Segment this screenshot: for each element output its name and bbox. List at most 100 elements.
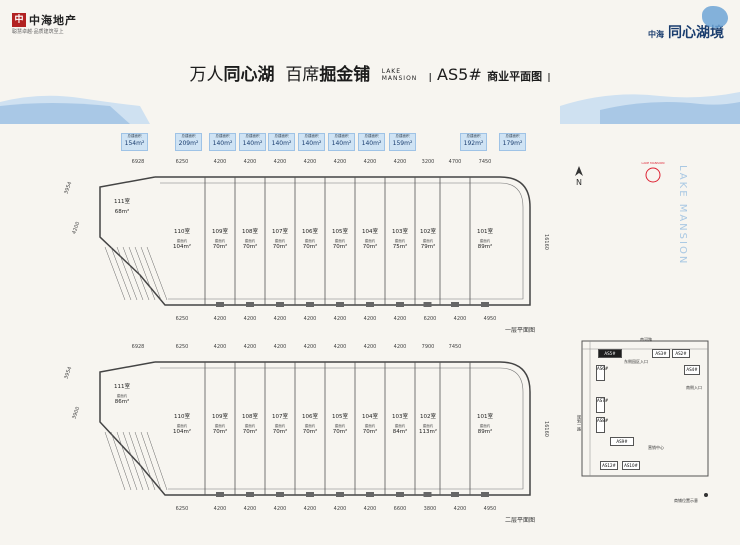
sticker-value: 159m² [392, 140, 413, 147]
dimension-label: 4200 [213, 316, 227, 322]
unit-number: 110室 [174, 414, 190, 420]
unit-area: 70m² [242, 429, 258, 435]
unit-area: 113m² [418, 429, 438, 435]
unit-number: 111室 [114, 384, 130, 390]
unit-area: 75m² [392, 244, 408, 250]
unit-number: 106室 [302, 229, 318, 235]
dimension-label: 6250 [175, 316, 189, 322]
dimension-label: 3200 [421, 159, 435, 165]
unit-area-label: 建面约 [422, 239, 434, 243]
dimension-label: 7900 [421, 344, 435, 350]
title-part: 百席 [285, 65, 320, 85]
unit-area: 70m² [332, 244, 348, 250]
dimension-label: 4200 [273, 316, 287, 322]
dimension-label: 4200 [393, 344, 407, 350]
unit-area-label: 建面约 [479, 424, 491, 428]
dimension-label: 4200 [393, 316, 407, 322]
building: AS12# [600, 461, 618, 470]
unit-area: 70m² [242, 244, 258, 250]
title-divider: ǀ [547, 72, 551, 83]
dimension-label: 4200 [333, 344, 347, 350]
sticker-label: 总建面积 [181, 134, 196, 138]
dimension-label: 4200 [303, 506, 317, 512]
lake-mansion-vertical: LAKE MANSION [677, 165, 688, 266]
dimension-label: 4200 [213, 344, 227, 350]
dimension-label: 4200 [243, 344, 257, 350]
unit-area: 86m² [114, 399, 130, 405]
unit-area-label: 建面约 [244, 424, 256, 428]
compass: N [574, 166, 584, 187]
sticker-value: 154m² [124, 140, 145, 147]
unit-area-label: 建面约 [214, 424, 226, 428]
unit-area: 104m² [172, 429, 192, 435]
unit-number: 109室 [212, 414, 228, 420]
unit-number: 111室 [114, 199, 130, 205]
unit-number: 101室 [477, 229, 493, 235]
dimension-label: 4200 [453, 506, 467, 512]
dimension-label: 4700 [448, 159, 462, 165]
unit-area-label: 建面约 [394, 424, 406, 428]
building: AS3# [652, 349, 670, 358]
compass-arrow-icon [575, 166, 583, 176]
dimension-label: 4200 [273, 159, 287, 165]
dimension-label: 4200 [303, 159, 317, 165]
unit-area: 70m² [362, 429, 378, 435]
dimension-label: 6200 [423, 316, 437, 322]
title-part: 同心湖 [223, 65, 275, 85]
unit-area-label: 建面约 [116, 394, 128, 398]
dimension-label: 7450 [448, 344, 462, 350]
unit-area: 89m² [477, 244, 493, 250]
title-sub: 商业平面图 [487, 70, 543, 83]
dimension-label: 6928 [131, 344, 145, 350]
unit-area-label: 建面约 [479, 239, 491, 243]
project-main: 同心湖境 [668, 25, 724, 41]
unit-area: 84m² [392, 429, 408, 435]
area-sticker: 总建面积 140m² [209, 133, 236, 151]
unit-area-label: 建面约 [334, 424, 346, 428]
unit-number: 102室 [420, 229, 436, 235]
sticker-value: 140m² [271, 140, 292, 147]
unit-area-label: 建面约 [176, 239, 188, 243]
unit-area: 70m² [212, 429, 228, 435]
title-code: AS5# [437, 65, 482, 84]
title-divider: ǀ [428, 72, 432, 83]
unit-number: 108室 [242, 414, 258, 420]
unit-number: 109室 [212, 229, 228, 235]
sticker-value: 140m² [212, 140, 233, 147]
unit-area: 70m² [302, 429, 318, 435]
dimension-label: 6250 [175, 344, 189, 350]
dimension-label: 4200 [453, 316, 467, 322]
dimension-label: 6250 [175, 506, 189, 512]
sticker-value: 140m² [331, 140, 352, 147]
unit-area: 70m² [362, 244, 378, 250]
floor-label: 一层平面图 [505, 327, 536, 334]
building: AS4# [684, 365, 700, 375]
dimension-label: 4200 [363, 344, 377, 350]
sticker-value: 140m² [301, 140, 322, 147]
mountain-decoration [0, 92, 740, 124]
sticker-label: 总建面积 [274, 134, 289, 138]
building: AS9# [610, 437, 634, 446]
brand-slogan: 聪慧卓越·品质建筑至上 [12, 29, 64, 35]
building: AS6# [596, 365, 608, 381]
unit-number: 105室 [332, 229, 348, 235]
unit-area: 70m² [302, 244, 318, 250]
dimension-label: 4200 [363, 506, 377, 512]
sticker-label: 总建面积 [304, 134, 319, 138]
unit-area: 89m² [477, 429, 493, 435]
unit-number: 107室 [272, 414, 288, 420]
sticker-label: 总建面积 [215, 134, 230, 138]
floor2-plan: 6928 6250 4200 4200 4200 4200 4200 4200 4200 7900… [60, 340, 560, 524]
sticker-value: 192m² [463, 140, 484, 147]
